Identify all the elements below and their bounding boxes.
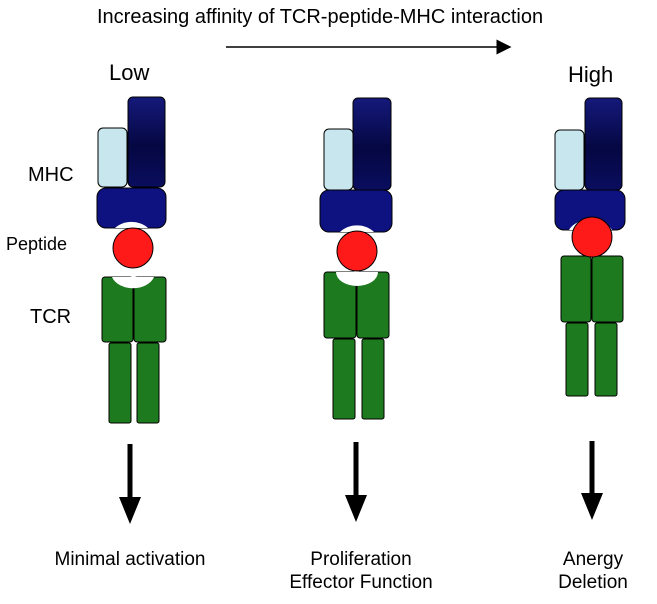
outcome-middle-line-2: Effector Function xyxy=(289,572,433,593)
tcr-alpha-tail xyxy=(332,338,356,420)
tcr-beta-tail xyxy=(594,322,618,397)
tcr-beta-tail xyxy=(136,342,160,424)
peptide xyxy=(571,216,613,258)
outcome-arrow-head xyxy=(345,495,367,522)
tcr-beta-tail xyxy=(361,338,385,420)
diagram-title: Increasing affinity of TCR-peptide-MHC i… xyxy=(97,6,544,28)
tcr-beta-chain xyxy=(591,255,624,323)
mhc-alpha-chain xyxy=(352,97,392,191)
low-affinity-label: Low xyxy=(109,60,150,85)
complex-low xyxy=(96,96,167,524)
mhc-beta2m-chain xyxy=(323,128,354,191)
outcome-arrow-head xyxy=(119,497,141,524)
outcome-low-line-1: Minimal activation xyxy=(54,549,206,570)
outcome-middle: Proliferation Effector Function xyxy=(286,548,436,594)
outcome-high: Anergy Deletion xyxy=(545,548,641,594)
mhc-beta2m-chain xyxy=(554,129,585,191)
mhc-label: MHC xyxy=(28,164,74,186)
outcome-high-line-2: Deletion xyxy=(558,572,628,593)
tcr-label: TCR xyxy=(30,306,72,328)
tcr-alpha-chain xyxy=(560,255,592,323)
outcome-high-line-1: Anergy xyxy=(562,549,624,570)
peptide-label: Peptide xyxy=(6,234,68,254)
outcome-low: Minimal activation xyxy=(30,548,230,571)
mhc-beta2m-chain xyxy=(97,127,128,188)
peptide xyxy=(336,230,378,272)
outcome-middle-line-1: Proliferation xyxy=(310,549,412,570)
mhc-alpha-chain xyxy=(584,97,623,191)
tcr-alpha-tail xyxy=(565,322,589,397)
mhc-alpha-chain xyxy=(127,96,166,188)
high-affinity-label: High xyxy=(568,62,614,87)
tcr-alpha-tail xyxy=(108,342,132,424)
outcome-arrow-head xyxy=(581,493,603,520)
complex-middle xyxy=(319,97,393,522)
complex-high xyxy=(554,97,626,520)
peptide xyxy=(112,227,154,269)
